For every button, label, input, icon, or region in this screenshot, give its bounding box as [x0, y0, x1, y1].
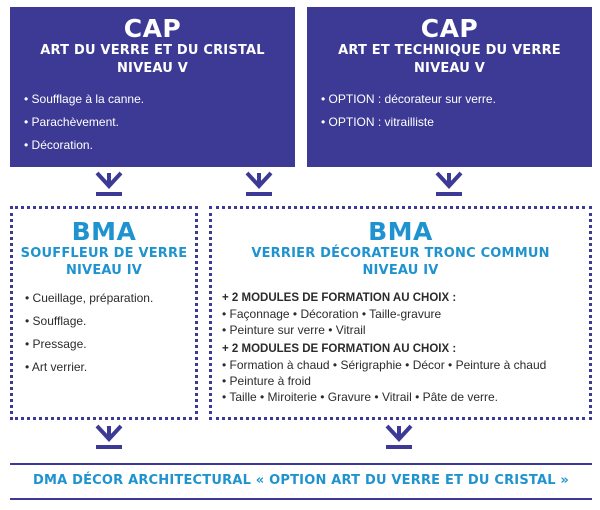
dma-bottom-rule — [10, 498, 592, 500]
module-line: Taille • Miroiterie • Gravure • Vitrail … — [222, 389, 546, 405]
module-group-2: 2 MODULES DE FORMATION AU CHOIX : Format… — [222, 342, 546, 405]
bma-souffleur-box: BMA SOUFFLEUR DE VERRE NIVEAU IV Cueilla… — [10, 206, 198, 420]
module-line: Façonnage • Décoration • Taille-gravure — [222, 306, 456, 322]
cap-right-title: CAP — [420, 14, 479, 43]
bma-left-list: Cueillage, préparation. Soufflage. Press… — [25, 287, 153, 379]
list-item: OPTION : vitrailliste — [321, 111, 496, 134]
list-item: Soufflage. — [25, 310, 153, 333]
list-item: Décoration. — [24, 134, 144, 157]
bma-right-level: NIVEAU IV — [362, 263, 439, 278]
arrow-down-icon — [95, 171, 123, 196]
cap-left-list: Soufflage à la canne. Parachèvement. Déc… — [24, 88, 145, 157]
dma-top-rule — [10, 463, 592, 465]
cap-left-title: CAP — [123, 14, 182, 43]
module-group-title: 2 MODULES DE FORMATION AU CHOIX : — [222, 342, 546, 357]
dma-title: DMA DÉCOR ARCHITECTURAL « OPTION ART DU … — [32, 473, 570, 488]
arrow-down-icon — [245, 171, 273, 196]
bma-right-title: BMA — [368, 217, 433, 246]
list-item: Soufflage à la canne. — [24, 88, 145, 111]
module-group-title: 2 MODULES DE FORMATION AU CHOIX : — [222, 291, 456, 306]
module-line: Peinture à froid — [222, 373, 546, 389]
cap-left-subtitle: ART DU VERRE ET DU CRISTAL — [40, 43, 265, 58]
bma-left-title: BMA — [71, 217, 137, 246]
arrow-down-icon — [95, 424, 123, 449]
cap-right-subtitle: ART ET TECHNIQUE DU VERRE — [338, 43, 561, 58]
cap-art-et-technique-box: CAP ART ET TECHNIQUE DU VERRE NIVEAU V O… — [307, 7, 592, 167]
list-item: Parachèvement. — [24, 111, 144, 134]
list-item: Art verrier. — [25, 356, 153, 379]
bma-verrier-decorateur-box: BMA VERRIER DÉCORATEUR TRONC COMMUN NIVE… — [209, 206, 592, 420]
cap-art-du-verre-box: CAP ART DU VERRE ET DU CRISTAL NIVEAU V … — [10, 7, 295, 167]
list-item: Pressage. — [25, 333, 153, 356]
bma-right-subtitle: VERRIER DÉCORATEUR TRONC COMMUN — [251, 246, 550, 261]
bma-left-level: NIVEAU IV — [65, 263, 143, 278]
arrow-down-icon — [385, 424, 413, 449]
module-line: Formation à chaud • Sérigraphie • Décor … — [222, 357, 547, 373]
arrow-down-icon — [435, 171, 463, 196]
cap-left-level: NIVEAU V — [116, 61, 189, 76]
cap-right-level: NIVEAU V — [413, 61, 486, 76]
list-item: OPTION : décorateur sur verre. — [321, 88, 496, 111]
bma-left-subtitle: SOUFFLEUR DE VERRE — [20, 246, 188, 261]
cap-right-list: OPTION : décorateur sur verre. OPTION : … — [321, 88, 496, 134]
module-group-1: 2 MODULES DE FORMATION AU CHOIX : Façonn… — [222, 291, 457, 338]
list-item: Cueillage, préparation. — [25, 287, 154, 310]
module-line: Peinture sur verre • Vitrail — [222, 322, 456, 338]
